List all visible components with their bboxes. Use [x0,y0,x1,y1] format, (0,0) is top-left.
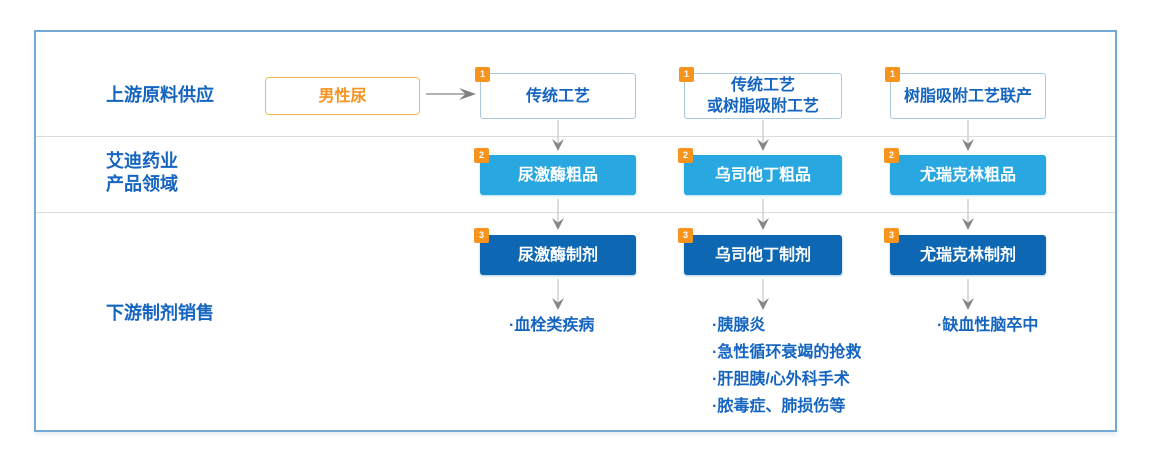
crude-box-kallidinogenase: 2 尤瑞克林粗品 [884,148,1046,195]
row-label-upstream: 上游原料供应 [106,85,214,105]
crude-label: 尤瑞克林粗品 [919,166,1016,184]
indication-list-kallidinogenase: ·缺血性脑卒中 [937,315,1038,342]
crude-label: 乌司他丁粗品 [714,166,811,184]
row-label-company: 艾迪药业 产品领域 [106,150,178,196]
process-label: 传统工艺 [525,87,590,105]
indication-list-urokinase: ·血栓类疾病 [509,315,594,342]
row-divider-1 [36,136,1115,137]
step-badge-3: 3 [678,228,693,243]
arrow-down-icon [962,279,974,310]
process-label: 树脂吸附工艺联产 [903,87,1032,105]
step-badge-3: 3 [884,228,899,243]
indication-item: ·缺血性脑卒中 [937,317,1039,334]
step-badge-1: 1 [679,67,694,82]
formulation-box-urokinase: 3 尿激酶制剂 [474,228,636,275]
indication-item: ·脓毒症、肺损伤等 [712,398,846,415]
arrow-down-icon [757,199,769,230]
indication-list-ulinastatin: ·胰腺炎 ·急性循环衰竭的抢救 ·肝胆胰/心外科手术 ·脓毒症、肺损伤等 [712,315,861,423]
formulation-label: 尤瑞克林制剂 [919,246,1016,264]
formulation-label: 尿激酶制剂 [517,246,598,264]
crude-box-urokinase: 2 尿激酶粗品 [474,148,636,195]
male-urine-label: 男性尿 [318,87,367,105]
row-divider-2 [36,212,1115,213]
crude-box-ulinastatin: 2 乌司他丁粗品 [678,148,842,195]
arrow-down-icon [962,199,974,230]
row-label-downstream: 下游制剂销售 [106,303,214,323]
arrow-down-icon [962,120,974,151]
arrow-down-icon [552,120,564,151]
step-badge-1: 1 [885,67,900,82]
indication-item: ·肝胆胰/心外科手术 [712,371,850,388]
process-box-urokinase: 1 传统工艺 [475,67,636,119]
arrow-right-icon [426,88,476,100]
step-badge-2: 2 [884,148,899,163]
diagram-panel: 上游原料供应 艾迪药业 产品领域 下游制剂销售 男性尿 1 传统工艺 2 尿激酶… [34,30,1117,432]
step-badge-3: 3 [474,228,489,243]
indication-item: ·急性循环衰竭的抢救 [712,344,862,361]
row-label-company-line2: 产品领域 [106,174,178,194]
row-label-company-line1: 艾迪药业 [106,151,178,171]
indication-item: ·血栓类疾病 [509,317,595,334]
arrow-down-icon [757,120,769,151]
formulation-box-kallidinogenase: 3 尤瑞克林制剂 [884,228,1046,275]
arrow-down-icon [552,199,564,230]
arrow-down-icon [552,279,564,310]
indication-item: ·胰腺炎 [712,317,766,334]
male-urine-box: 男性尿 [265,77,420,115]
crude-label: 尿激酶粗品 [517,166,598,184]
formulation-label: 乌司他丁制剂 [714,246,811,264]
process-label: 传统工艺 或树脂吸附工艺 [706,77,819,115]
process-box-ulinastatin: 1 传统工艺 或树脂吸附工艺 [679,67,842,119]
step-badge-2: 2 [678,148,693,163]
arrow-down-icon [757,279,769,310]
formulation-box-ulinastatin: 3 乌司他丁制剂 [678,228,842,275]
step-badge-2: 2 [474,148,489,163]
process-box-kallidinogenase: 1 树脂吸附工艺联产 [885,67,1046,119]
step-badge-1: 1 [475,67,490,82]
